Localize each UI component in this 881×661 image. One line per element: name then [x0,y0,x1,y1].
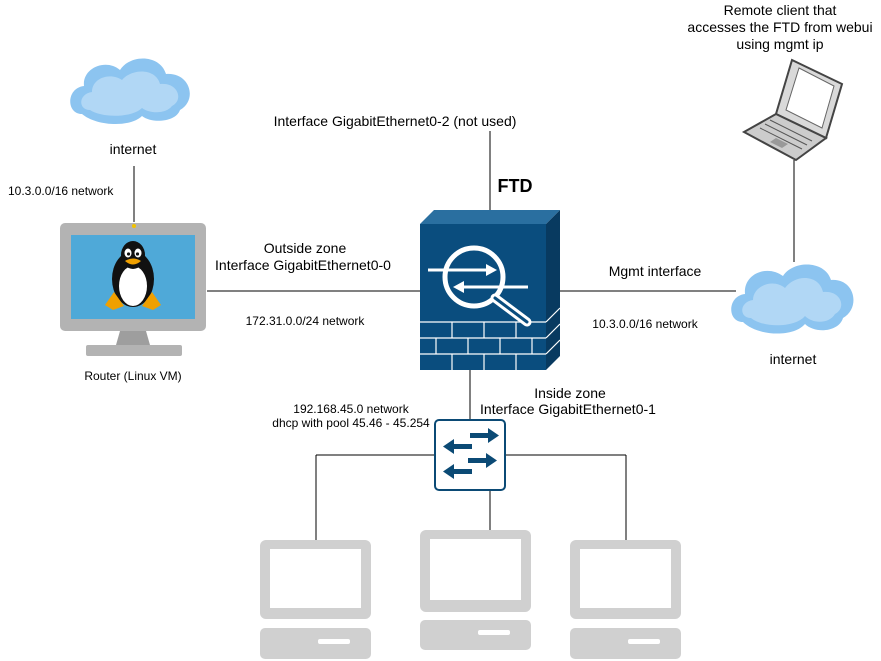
inside-zone-label: Inside zone [534,385,606,401]
net-outside-label: 172.31.0.0/24 network [246,314,366,328]
internet-right-label: internet [770,351,817,367]
router-label: Router (Linux VM) [84,369,181,383]
remote-client-line-1: Remote client that [724,2,837,18]
switch-icon [434,419,506,491]
workstation-icon [570,540,681,659]
inside-interface-label: Interface GigabitEthernet0-1 [480,401,656,417]
remote-client-line-3: using mgmt ip [736,36,823,52]
outside-interface-label: Interface GigabitEthernet0-0 [215,257,391,273]
remote-client-line-2: accesses the FTD from webui [687,19,872,35]
net-left-label: 10.3.0.0/16 network [8,184,114,198]
linux-monitor-icon [60,223,206,356]
connection-lines [133,131,795,540]
tux-icon [105,241,161,310]
workstation-icon [260,540,371,659]
workstation-icon [420,530,531,650]
firewall-icon [420,210,561,370]
outside-zone-label: Outside zone [264,240,347,256]
laptop-icon [741,58,844,162]
net-inside-label: 192.168.45.0 network [293,402,409,416]
dhcp-pool-label: dhcp with pool 45.46 - 45.254 [272,416,430,430]
mgmt-interface-label: Mgmt interface [609,263,702,279]
cloud-icon [70,58,190,125]
ftd-title: FTD [498,176,533,196]
unused-interface-label: Interface GigabitEthernet0-2 (not used) [274,113,517,129]
net-mgmt-label: 10.3.0.0/16 network [592,317,698,331]
magnifier-icon [428,245,532,327]
cloud-icon [731,264,854,334]
internet-left-label: internet [110,141,157,157]
